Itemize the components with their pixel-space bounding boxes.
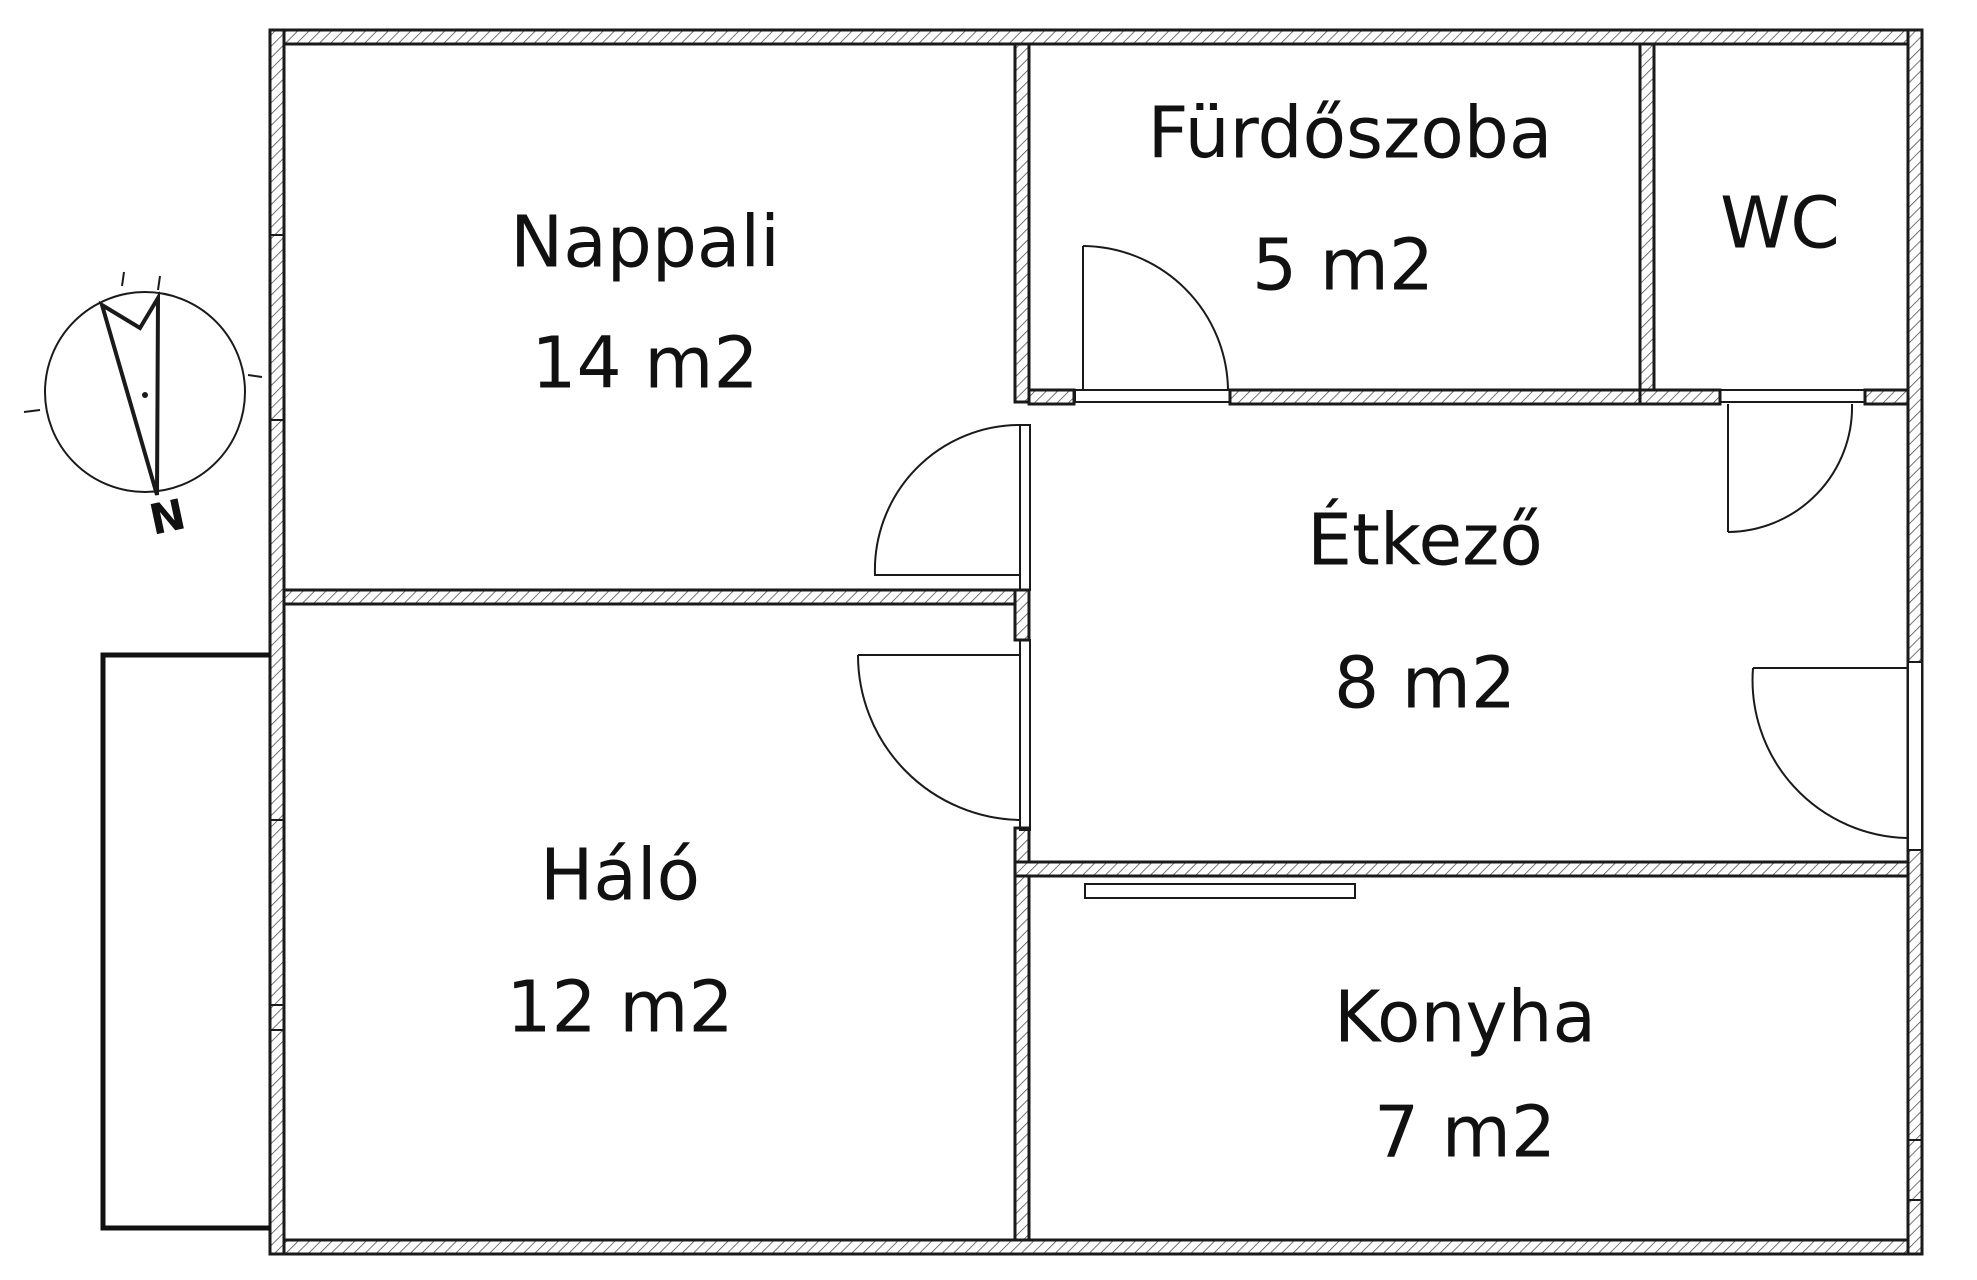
room-area-etkezo: 8 m2 [1334,642,1516,725]
wall-bottom [268,1238,1924,1256]
wall-vertical-mid [1013,588,1031,642]
right-wall-window [1908,1139,1922,1201]
compass-ring [44,291,246,493]
wall-wc-bottom-b [1863,388,1910,406]
room-name-nappali: Nappali [510,201,780,284]
wall-halo-konyha [1013,860,1031,1242]
wall-vertical-upper [1013,42,1031,404]
balcony-outline [100,652,270,1231]
door-wc [1719,389,1866,533]
wall-wc-bottom-a [1638,388,1722,406]
door-nappali [873,424,1031,591]
room-area-halo: 12 m2 [506,966,733,1049]
left-wall-windows [270,234,284,1031]
compass-letter: N [145,489,190,544]
compass-needle [98,290,161,496]
room-name-halo: Háló [540,834,700,917]
room-name-wc: WC [1720,182,1840,265]
room-name-etkezo: Étkező [1307,499,1543,582]
room-area-konyha: 7 m2 [1374,1091,1556,1174]
wall-bath-wc [1638,42,1656,392]
door-etkezo-exterior [1751,667,1909,839]
kitchen-counter [1084,883,1356,899]
wall-right [1906,28,1924,1256]
door-furdoszoba [1074,245,1231,403]
wall-left [268,28,286,1256]
right-wall-door-gap [1907,661,1923,851]
wall-top [268,28,1924,46]
room-name-furdoszoba: Fürdőszoba [1148,92,1553,175]
wall-vertical-lower [1013,826,1031,866]
wall-nappali-halo [282,588,1031,606]
wall-bath-bottom-a [1027,388,1076,406]
interior-walls [282,42,1910,1242]
door-halo [857,639,1031,831]
compass: N [23,271,263,545]
room-area-furdoszoba: 5 m2 [1252,224,1434,307]
room-area-nappali: 14 m2 [531,322,758,405]
wall-etkezo-konyha [1013,860,1910,878]
outer-walls [268,28,1924,1256]
room-name-konyha: Konyha [1334,976,1596,1059]
